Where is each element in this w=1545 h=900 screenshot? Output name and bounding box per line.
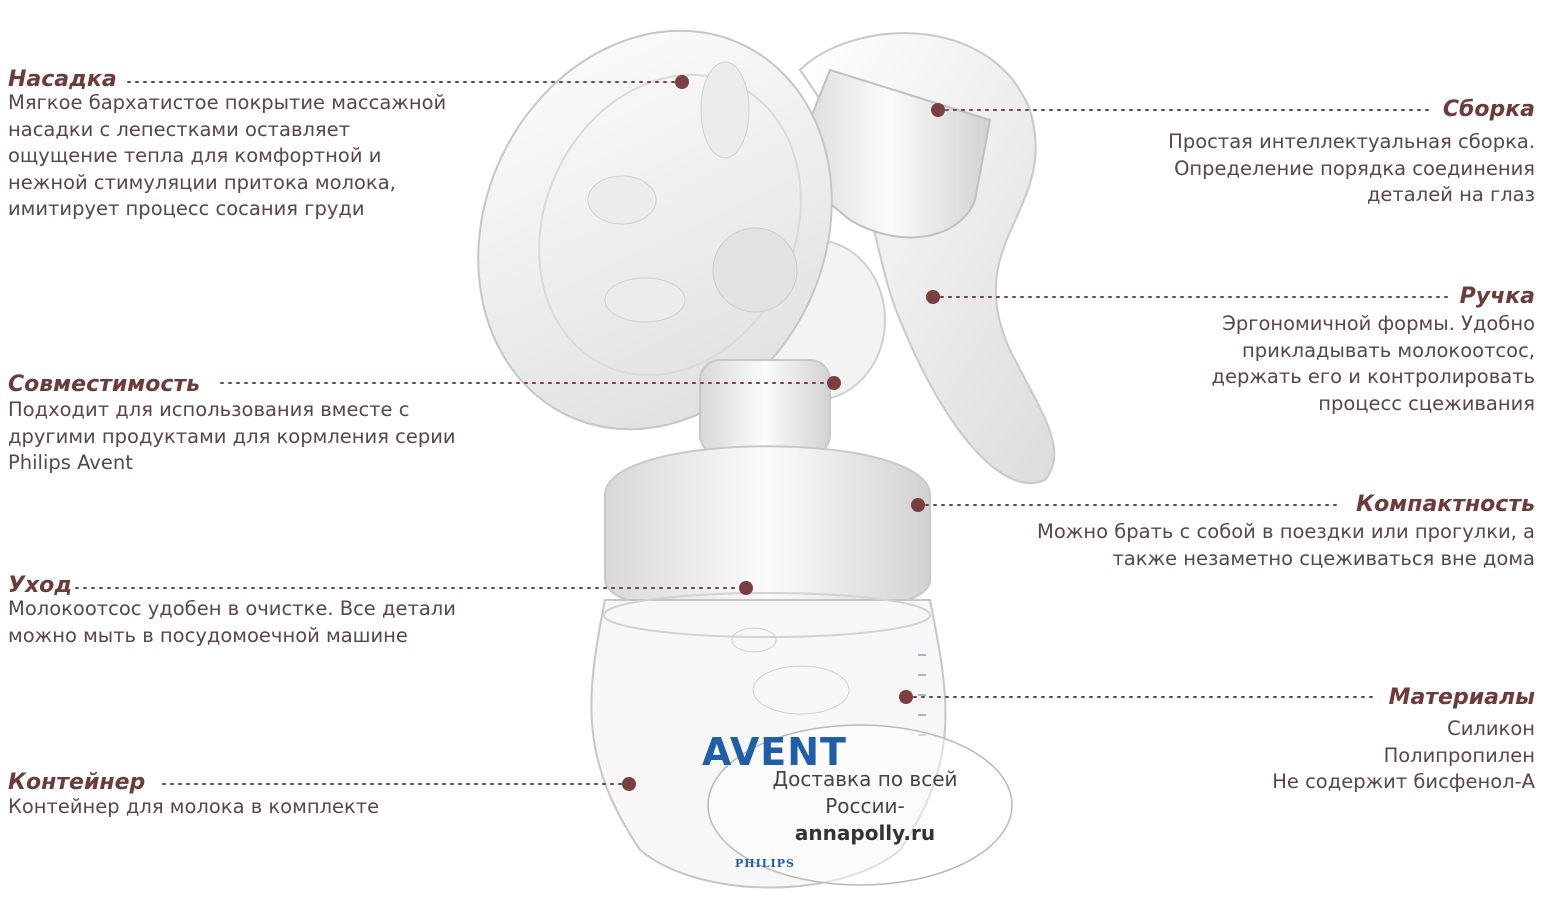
pump-neck <box>699 359 831 456</box>
dot-materialy <box>899 690 913 704</box>
watermark-site: annapolly.ru <box>794 821 936 845</box>
callout-title-ruchka: Ручка <box>1459 284 1535 309</box>
callout-title-materialy: Материалы <box>1388 685 1535 710</box>
callout-desc-sborka: Простая интеллектуальная сборка. Определ… <box>1168 130 1535 206</box>
callout-title-kompaktnost: Компактность <box>1356 492 1535 517</box>
dot-sovmestimost <box>827 376 841 390</box>
callout-title-konteyner: Контейнер <box>8 770 146 795</box>
callout-desc-sovmestimost: Подходит для использования вместе с друг… <box>8 398 456 474</box>
petal <box>604 277 686 323</box>
dot-nasadka <box>675 75 689 89</box>
callout-desc-ruchka: Эргономичной формы. Удобно прикладывать … <box>1211 312 1535 415</box>
callout-desc-nasadka: Мягкое бархатистое покрытие массажной на… <box>8 91 447 220</box>
dot-ukhod <box>739 581 753 595</box>
callout-title-ukhod: Уход <box>8 573 73 598</box>
dot-konteyner <box>622 777 636 791</box>
watermark-text: Доставка по всей России- annapolly.ru <box>740 766 990 847</box>
measure-ticks <box>918 654 926 736</box>
callout-desc-konteyner: Контейнер для молока в комплекте <box>8 795 380 818</box>
funnel-opening <box>712 227 798 313</box>
callout-title-sovmestimost: Совместимость <box>8 372 201 397</box>
leader-lines <box>75 81 1450 785</box>
callout-desc-materialy: Силикон Полипропилен Не содержит бисфено… <box>1272 717 1535 793</box>
callout-title-nasadka: Насадка <box>8 67 117 92</box>
callout-desc-kompaktnost: Можно брать с собой в поездки или прогул… <box>1037 520 1535 570</box>
dot-ruchka <box>926 290 940 304</box>
dot-kompaktnost <box>911 498 925 512</box>
callout-dots <box>622 75 945 791</box>
brand-logo: AVENT <box>702 730 847 774</box>
dot-sborka <box>931 103 945 117</box>
petal <box>587 175 657 225</box>
bottle-collar <box>604 445 931 619</box>
watermark-oval <box>707 724 1013 886</box>
callout-desc-ukhod: Молокоотсос удобен в очистке. Все детали… <box>8 597 456 647</box>
callout-title-sborka: Сборка <box>1442 97 1535 122</box>
maker-logo: PHILIPS <box>735 857 795 870</box>
milk-container <box>590 599 947 889</box>
petal <box>700 61 750 159</box>
